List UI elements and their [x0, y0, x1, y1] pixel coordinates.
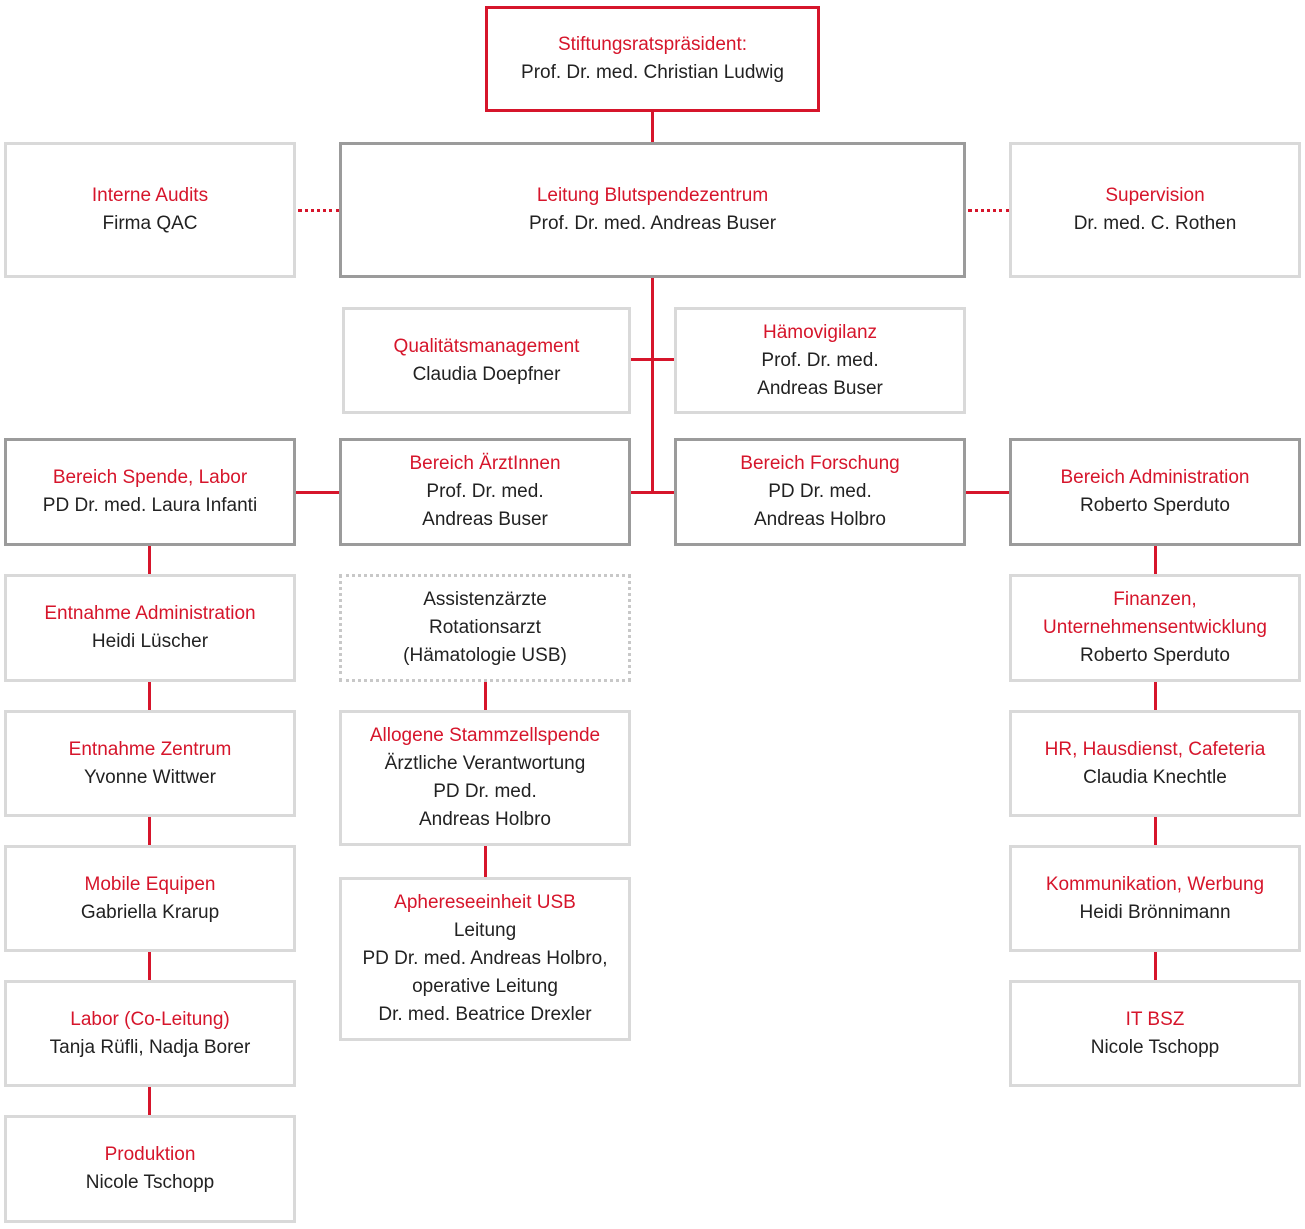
box-labor: Labor (Co-Leitung) Tanja Rüfli, Nadja Bor… — [4, 980, 296, 1087]
box-line: Dr. med. Beatrice Drexler — [378, 1004, 592, 1025]
connector-mid-2 — [484, 845, 487, 878]
connector-left-4 — [148, 951, 151, 981]
connector-spende-aerzte — [295, 491, 340, 494]
box-title: Bereich Spende, Labor — [52, 467, 248, 488]
connector-right-3 — [1154, 816, 1157, 846]
box-line: Firma QAC — [102, 213, 198, 234]
box-line: Prof. Dr. med. Christian Ludwig — [521, 62, 784, 83]
dotted-connector-audits — [298, 209, 340, 212]
box-title: Produktion — [104, 1144, 196, 1165]
box-title: Bereich ÄrztInnen — [409, 453, 561, 474]
box-line: Nicole Tschopp — [1090, 1036, 1220, 1058]
connector-leitung-trunk — [651, 277, 654, 493]
box-title: Entnahme Administration — [44, 603, 256, 624]
connector-left-1 — [148, 545, 151, 575]
box-line: PD Dr. med. Laura Infanti — [42, 495, 258, 516]
box-line: Prof. Dr. med. — [426, 481, 544, 502]
box-line: Ärztliche Verantwortung — [384, 753, 586, 774]
box-line: Prof. Dr. med. Andreas Buser — [528, 213, 777, 234]
box-line: Roberto Sperduto — [1080, 495, 1230, 516]
box-title: Bereich Administration — [1060, 467, 1250, 488]
box-line: Yvonne Wittwer — [84, 766, 216, 788]
box-title: Bereich Forschung — [740, 453, 900, 474]
box-line: operative Leitung — [412, 976, 558, 997]
box-line: Assistenzärzte — [423, 589, 547, 610]
box-title: Supervision — [1105, 185, 1205, 206]
box-line: Dr. med. C. Rothen — [1073, 213, 1237, 234]
connector-left-2 — [148, 681, 151, 711]
connector-qm-haemo — [630, 358, 675, 361]
box-title: Stiftungsratspräsident: — [557, 34, 748, 55]
connector-right-1 — [1154, 545, 1157, 575]
box-line: Andreas Holbro — [753, 509, 887, 530]
box-line: Prof. Dr. med. — [761, 349, 879, 371]
box-line: Gabriella Krarup — [80, 901, 220, 923]
box-line: PD Dr. med. — [433, 781, 537, 802]
connector-forschung-admin — [965, 491, 1010, 494]
connector-aerzte-forschung — [630, 491, 675, 494]
box-title: Labor (Co-Leitung) — [70, 1008, 230, 1030]
box-line: Roberto Sperduto — [1080, 645, 1230, 666]
box-line: PD Dr. med. — [768, 481, 872, 502]
box-president: Stiftungsratspräsident: Prof. Dr. med. Ch… — [485, 6, 820, 112]
box-title: Kommunikation, Werbung — [1045, 873, 1265, 895]
box-bereich-spende-labor: Bereich Spende, Labor PD Dr. med. Laura I… — [4, 438, 296, 546]
box-title: Aphereseeinheit USB — [394, 892, 576, 913]
box-title: Finanzen, Unternehmensentwicklung — [1043, 589, 1267, 638]
box-line: Heidi Brönnimann — [1079, 901, 1231, 923]
connector-mid-1 — [484, 681, 487, 711]
box-it-bsz: IT BSZ Nicole Tschopp — [1009, 980, 1301, 1087]
box-title: Leitung Blutspendezentrum — [536, 185, 769, 206]
connector-president-leitung — [651, 111, 654, 144]
box-line: PD Dr. med. Andreas Holbro, — [362, 948, 608, 969]
box-line: Heidi Lüscher — [91, 631, 209, 652]
box-title: Entnahme Zentrum — [68, 738, 232, 760]
box-line: Claudia Knechtle — [1083, 766, 1227, 788]
box-line: Andreas Buser — [757, 377, 883, 399]
box-line: (Hämatologie USB) — [403, 645, 567, 666]
box-line: Claudia Doepfner — [412, 363, 561, 385]
box-line: Andreas Holbro — [418, 809, 552, 830]
box-title: HR, Hausdienst, Cafeteria — [1044, 738, 1266, 760]
connector-left-5 — [148, 1086, 151, 1116]
box-title: Mobile Equipen — [84, 873, 216, 895]
box-line: Tanja Rüfli, Nadja Borer — [49, 1036, 251, 1058]
box-title: Qualitätsmanagement — [393, 335, 580, 357]
box-line: Nicole Tschopp — [85, 1172, 215, 1193]
box-line: Rotationsarzt — [429, 617, 541, 638]
dotted-connector-supervision — [968, 209, 1010, 212]
box-line: Leitung — [453, 920, 517, 941]
box-bereich-forschung: Bereich Forschung PD Dr. med. Andreas Holb… — [674, 438, 966, 546]
connector-left-3 — [148, 816, 151, 846]
box-title: Hämovigilanz — [762, 321, 878, 343]
box-title: IT BSZ — [1125, 1008, 1185, 1030]
connector-right-2 — [1154, 681, 1157, 711]
box-title: Allogene Stammzellspende — [369, 725, 601, 746]
connector-right-4 — [1154, 951, 1157, 981]
box-title: Interne Audits — [91, 185, 209, 206]
box-aphereseeinheit: Aphereseeinheit USB Leitung PD Dr. med. An… — [339, 877, 631, 1041]
box-line: Andreas Buser — [422, 509, 548, 530]
